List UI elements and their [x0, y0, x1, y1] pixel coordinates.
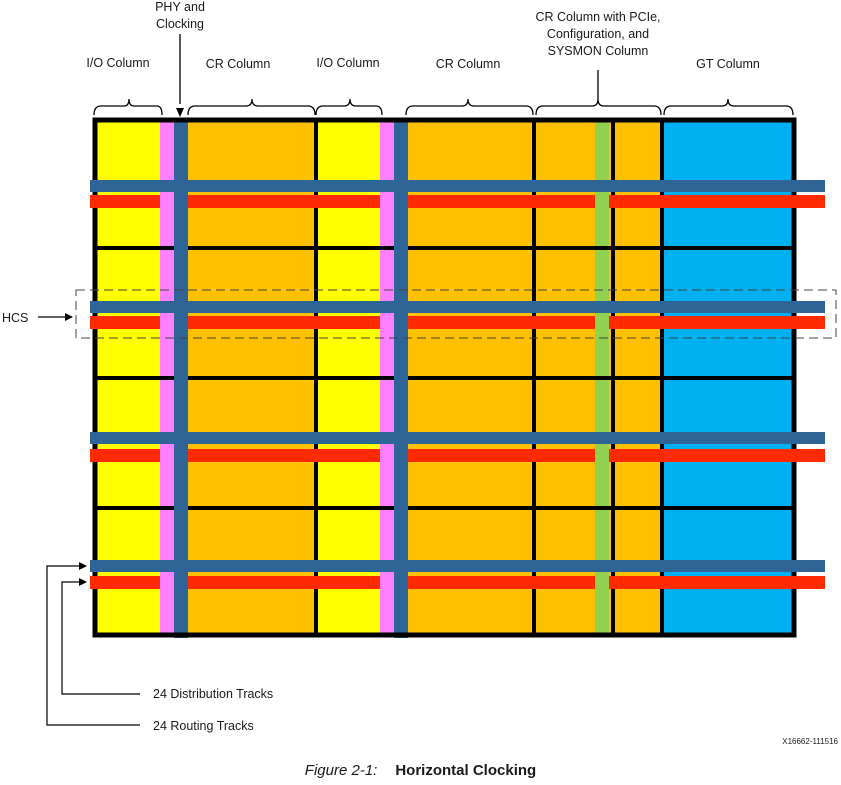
vertical-spine-2 — [394, 120, 408, 638]
distribution-tracks-label: 24 Distribution Tracks — [153, 687, 273, 701]
phy-arrow-icon — [176, 108, 184, 117]
routing-tracks-label: 24 Routing Tracks — [153, 719, 254, 733]
routing-track-1 — [90, 195, 825, 208]
distribution-track-3 — [90, 432, 825, 444]
brace-cr-column-2 — [405, 98, 534, 116]
figure-number: Figure 2-1: — [304, 762, 378, 779]
phy-label-line1: PHY and — [155, 0, 205, 14]
cr-pcie-label-line3: SYSMON Column — [548, 44, 649, 58]
brace-io-column-1 — [93, 98, 163, 116]
vertical-spine-1 — [174, 120, 188, 638]
io-column-1-label: I/O Column — [86, 56, 149, 70]
figure-id: X16662-111516 — [782, 737, 838, 746]
phy-label-line2: Clocking — [156, 17, 204, 31]
cr-column-2-label: CR Column — [436, 57, 501, 71]
gt-column-label: GT Column — [696, 57, 760, 71]
figure-title: Horizontal Clocking — [395, 762, 537, 779]
cr-column-1-label: CR Column — [206, 57, 271, 71]
device-outline — [92, 117, 797, 638]
distribution-track-4 — [90, 560, 825, 572]
io-column-2-label: I/O Column — [316, 56, 379, 70]
brace-io-column-2 — [315, 98, 383, 116]
routing-track-3 — [90, 449, 825, 462]
routing-track-2 — [90, 316, 825, 329]
track-callouts — [46, 562, 140, 726]
routing-callout-line — [46, 562, 140, 726]
brace-gt-column — [663, 98, 794, 116]
routing-track-4 — [90, 576, 825, 589]
cr-pcie-label-line2: Configuration, and — [547, 27, 649, 41]
vertical-clock-spines — [174, 120, 408, 638]
distribution-callout-line — [61, 578, 140, 695]
hcs-dashed-box — [75, 289, 837, 339]
cr-pcie-label-line1: CR Column with PCIe, — [535, 10, 660, 24]
hcs-label: HCS — [2, 311, 28, 325]
column-braces — [93, 34, 794, 116]
brace-cr-column-1 — [187, 98, 316, 116]
figure-caption: Figure 2-1: Horizontal Clocking — [0, 762, 841, 779]
distribution-track-2 — [90, 301, 825, 313]
brace-cr-pcie-column — [535, 98, 662, 116]
horizontal-tracks — [90, 180, 825, 589]
distribution-track-1 — [90, 180, 825, 192]
